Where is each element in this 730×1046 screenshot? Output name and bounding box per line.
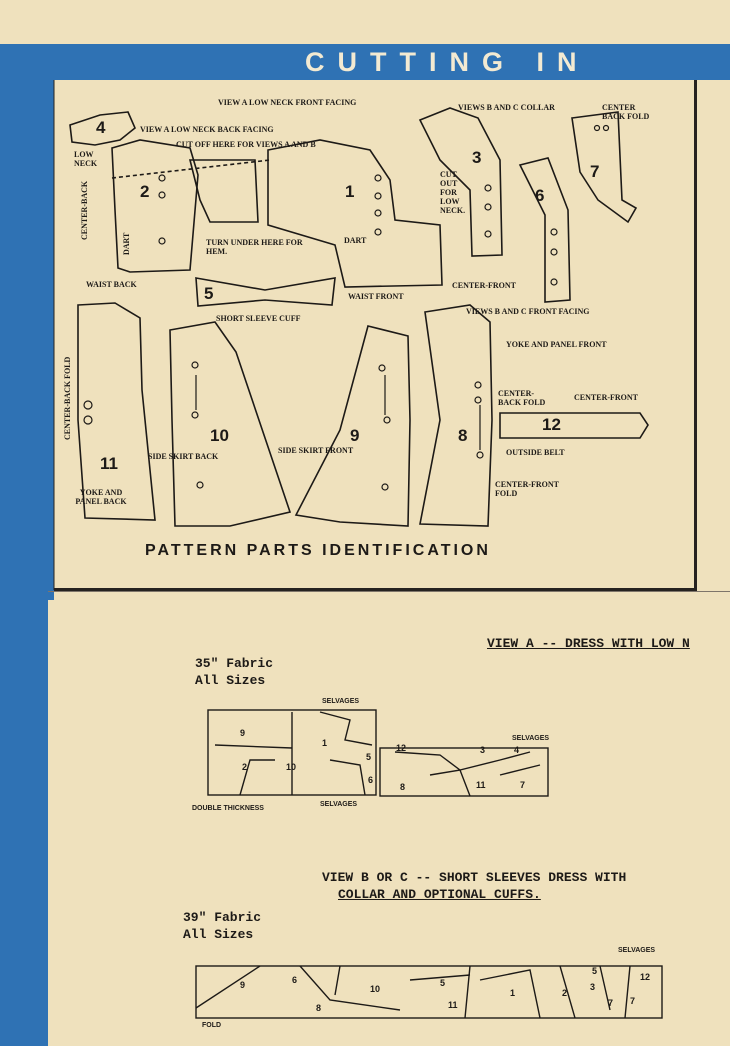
view-a-fabric-sizes: All Sizes: [195, 673, 266, 688]
label-center-back: CENTER-BACK: [80, 180, 89, 240]
view-a-double-thickness: DOUBLE THICKNESS: [192, 805, 264, 812]
label-side-skirt-front: SIDE SKIRT FRONT: [278, 446, 354, 455]
label-cut-out-low-neck: CUT OUT FOR LOW NECK.: [440, 170, 466, 215]
piece-number-10: 10: [210, 426, 229, 445]
layout-bc-6: 6: [292, 975, 298, 985]
label-cut-off-here: CUT OFF HERE FOR VIEWS A AND B: [176, 140, 316, 149]
label-dart-front: DART: [344, 236, 367, 245]
label-low-neck-back-facing: VIEW A LOW NECK BACK FACING: [140, 125, 274, 134]
view-a-heading: VIEW A -- DRESS WITH LOW N: [487, 636, 690, 651]
identification-title: PATTERN PARTS IDENTIFICATION: [145, 542, 491, 559]
piece-number-2: 2: [140, 182, 150, 201]
piece-number-1: 1: [345, 182, 355, 201]
label-yoke-panel-front: YOKE AND PANEL FRONT: [506, 340, 607, 349]
view-bc-selvages: SELVAGES: [618, 947, 656, 954]
layout-bc-12: 12: [640, 972, 651, 982]
label-low-neck: LOW NECK: [74, 150, 98, 168]
layout-bc-5b: 5: [592, 966, 598, 976]
label-low-neck-front-facing: VIEW A LOW NECK FRONT FACING: [218, 98, 357, 107]
layout-a-11: 11: [476, 780, 486, 790]
piece-number-8: 8: [458, 426, 468, 445]
layout-bc-11: 11: [448, 1000, 458, 1010]
view-a-selvages-bottom: SELVAGES: [320, 801, 358, 808]
piece-number-7: 7: [590, 162, 600, 181]
label-short-sleeve-cuff: SHORT SLEEVE CUFF: [216, 314, 301, 323]
label-waist-front: WAIST FRONT: [348, 292, 404, 301]
section-divider: [48, 591, 730, 592]
view-bc-heading-1: VIEW B OR C -- SHORT SLEEVES DRESS WITH: [322, 870, 627, 885]
view-a-selvages-top: SELVAGES: [322, 698, 360, 705]
header-band: [0, 44, 730, 80]
layout-a-5: 5: [366, 752, 372, 762]
layout-bc-10: 10: [370, 984, 381, 994]
layout-a-6: 6: [368, 775, 374, 785]
label-turn-under: TURN UNDER HERE FOR HEM.: [206, 238, 303, 256]
piece-number-5: 5: [204, 284, 214, 303]
label-views-bc-front-facing: VIEWS B AND C FRONT FACING: [466, 307, 590, 316]
label-center-back-fold: CENTER BACK FOLD: [602, 103, 650, 121]
layout-a-9: 9: [240, 728, 246, 738]
layout-a-10: 10: [286, 762, 297, 772]
layout-a-3: 3: [480, 745, 486, 755]
label-center-back-fold-belt: CENTER-BACK FOLD: [498, 389, 546, 407]
view-a-selvages-right: SELVAGES: [512, 735, 550, 742]
label-center-back-fold-left: CENTER-BACK FOLD: [63, 356, 72, 440]
layout-a-1: 1: [322, 738, 328, 748]
layout-bc-3: 3: [590, 982, 596, 992]
label-center-front: CENTER-FRONT: [452, 281, 517, 290]
label-dart-back: DART: [122, 232, 131, 255]
layout-bc-7: 7: [608, 998, 614, 1008]
piece-number-11: 11: [100, 454, 118, 473]
label-outside-belt: OUTSIDE BELT: [506, 448, 565, 457]
view-bc-fabric-width: 39" Fabric: [183, 910, 262, 925]
layout-bc-8: 8: [316, 1003, 322, 1013]
label-waist-back: WAIST BACK: [86, 280, 137, 289]
piece-number-6: 6: [535, 186, 545, 205]
layout-a-2: 2: [242, 762, 248, 772]
piece-number-4: 4: [96, 118, 106, 137]
label-center-front-fold: CENTER-FRONT FOLD: [495, 480, 559, 498]
view-bc-fold: FOLD: [202, 1022, 222, 1029]
layout-bc-9: 9: [240, 980, 246, 990]
layout-a-12: 12: [396, 743, 407, 753]
label-yoke-panel-back: YOKE AND PANEL BACK: [75, 488, 127, 506]
page-title: CUTTING IN: [305, 47, 590, 77]
layout-bc-1: 1: [510, 988, 516, 998]
view-a-fabric-width: 35" Fabric: [195, 656, 274, 671]
piece-number-9: 9: [350, 426, 360, 445]
label-views-bc-collar: VIEWS B AND C COLLAR: [458, 103, 555, 112]
label-center-front-belt: CENTER-FRONT: [574, 393, 639, 402]
label-side-skirt-back: SIDE SKIRT BACK: [148, 452, 219, 461]
view-bc-heading-2: COLLAR AND OPTIONAL CUFFS.: [338, 887, 541, 902]
piece-number-12: 12: [542, 415, 561, 434]
piece-number-3: 3: [472, 148, 482, 167]
layout-a-4: 4: [514, 745, 520, 755]
inner-blue-border: [48, 80, 54, 600]
layout-a-8: 8: [400, 782, 406, 792]
view-bc-fabric-sizes: All Sizes: [183, 927, 254, 942]
left-blue-border: [0, 44, 48, 1046]
layout-bc-7b: 7: [630, 996, 636, 1006]
identification-box: [54, 80, 697, 591]
layout-bc-5: 5: [440, 978, 446, 988]
layout-bc-2: 2: [562, 988, 568, 998]
layout-a-7: 7: [520, 780, 526, 790]
